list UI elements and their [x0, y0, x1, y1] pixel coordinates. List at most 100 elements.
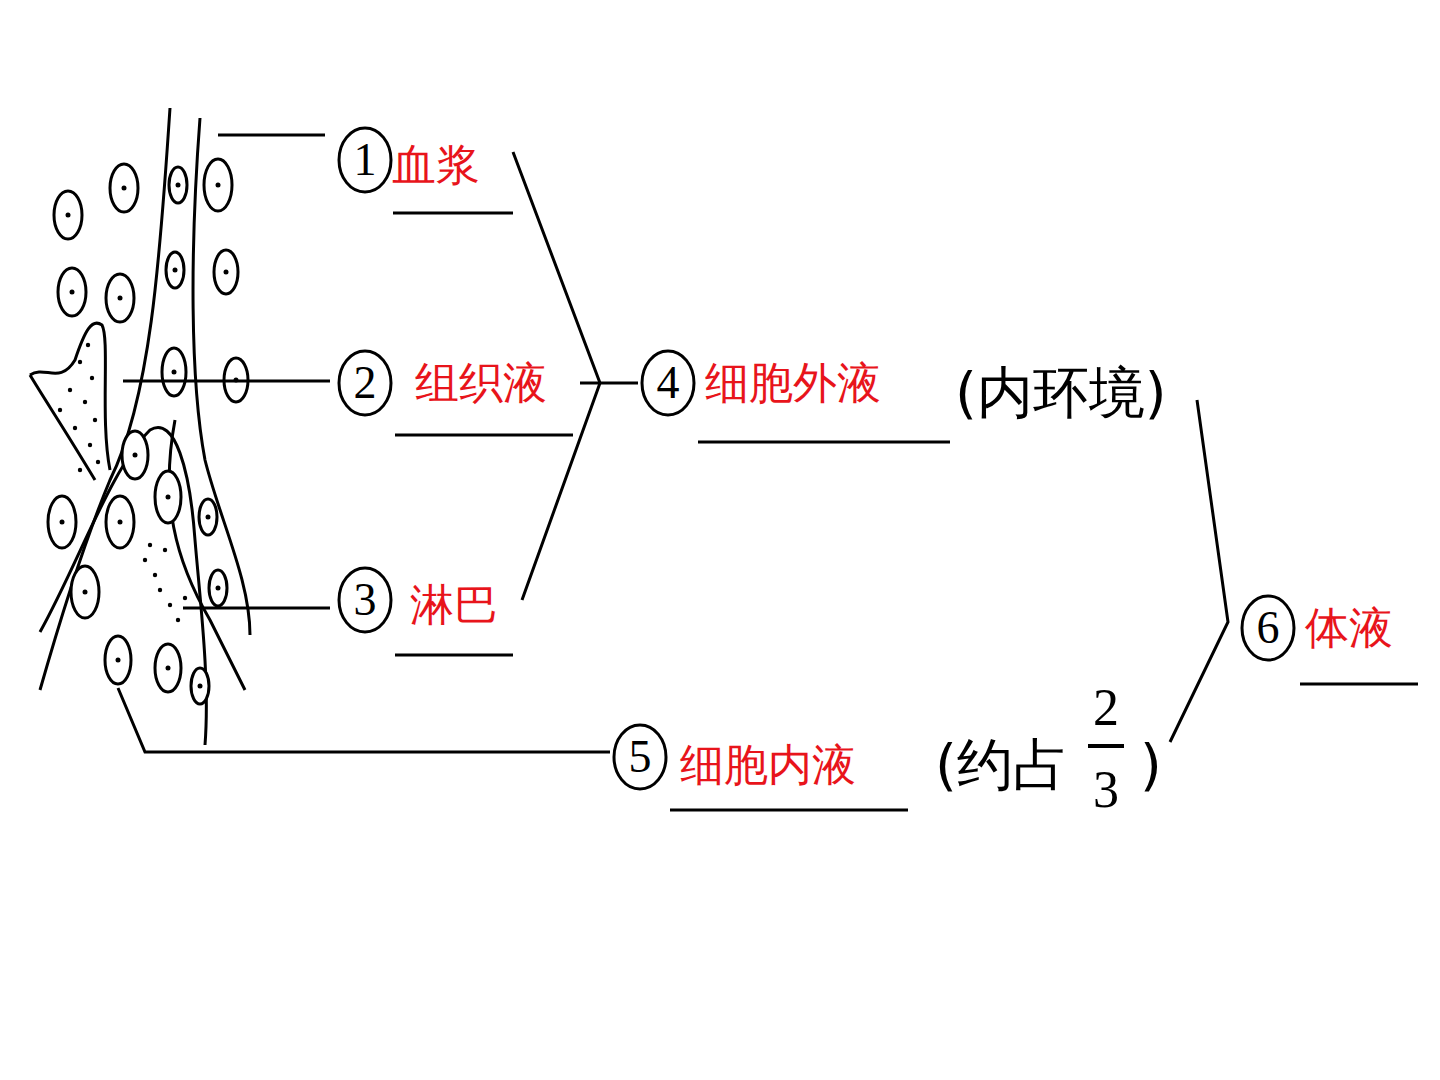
callout-number: 1	[354, 135, 377, 186]
lymph-dot	[78, 468, 82, 472]
lymph-dot	[96, 460, 100, 464]
lymph-dot	[68, 388, 72, 392]
cell	[162, 348, 186, 396]
lymph-dot	[83, 400, 87, 404]
lymph-dot	[58, 408, 62, 412]
lymph-vessel-wall	[169, 420, 245, 690]
underline	[670, 809, 908, 812]
cell	[191, 668, 209, 704]
lymph-dot	[143, 558, 147, 562]
cell	[122, 431, 148, 479]
callout-number: 6	[1257, 603, 1280, 654]
cell-nucleus	[224, 270, 229, 275]
cell	[214, 250, 238, 294]
cell	[169, 167, 187, 203]
callout-number: 4	[657, 358, 680, 409]
underline	[395, 434, 573, 437]
leader-lines	[118, 135, 610, 752]
number-circle	[614, 725, 666, 789]
callout-number: 2	[354, 358, 377, 409]
leader-line	[118, 688, 610, 752]
cell-nucleus	[70, 290, 75, 295]
answer-text: 组织液	[415, 359, 547, 407]
cell	[48, 496, 76, 548]
cell	[209, 570, 227, 606]
note-text: (内环境)	[955, 362, 1167, 424]
cell-nucleus	[172, 370, 177, 375]
cell-nucleus	[216, 586, 221, 591]
cell-nucleus	[176, 183, 181, 188]
cells	[48, 159, 248, 704]
cell	[155, 471, 181, 523]
lymph-dot	[86, 343, 90, 347]
cell	[110, 164, 138, 212]
leader-line	[183, 607, 330, 610]
lymph-dot	[88, 443, 92, 447]
cell-nucleus	[116, 658, 121, 663]
lymph-dot	[158, 588, 162, 592]
cell-nucleus	[122, 186, 127, 191]
note-text: (约占	[935, 734, 1069, 796]
number-circle	[642, 351, 694, 415]
number-circle	[339, 351, 391, 415]
note-text: )	[1140, 734, 1162, 796]
answer-underlines	[393, 213, 1418, 810]
cell	[106, 274, 134, 322]
brackets	[513, 152, 1228, 742]
bracket	[1170, 400, 1228, 742]
cell-nucleus	[118, 520, 123, 525]
lymph-dot	[176, 618, 180, 622]
lymph-dot	[78, 360, 82, 364]
callout-number: 3	[354, 575, 377, 626]
number-circle	[1242, 596, 1294, 660]
answer-text: 血浆	[392, 141, 480, 189]
cell	[204, 159, 232, 211]
leader-line	[218, 134, 325, 137]
cell-nucleus	[173, 268, 178, 273]
lymph-dot	[153, 573, 157, 577]
fraction-number: 3	[1093, 761, 1119, 818]
cell-nucleus	[66, 213, 71, 218]
cell-nucleus	[83, 590, 88, 595]
cell-nucleus	[60, 520, 65, 525]
answer-text: 细胞外液	[705, 359, 881, 407]
lymph-dot	[163, 548, 167, 552]
underline	[1300, 683, 1418, 686]
lymph-dot	[183, 596, 187, 600]
lymph-dot	[148, 543, 152, 547]
lymph-contents	[58, 343, 187, 622]
cell-nucleus	[216, 183, 221, 188]
cell-nucleus	[166, 666, 171, 671]
lymph-blind-end	[30, 375, 95, 480]
cell	[58, 268, 86, 316]
cell	[199, 499, 217, 535]
fraction-number: 2	[1093, 679, 1119, 736]
callout-number: 5	[629, 732, 652, 783]
cell-nucleus	[166, 495, 171, 500]
cell-nucleus	[118, 296, 123, 301]
vessel-outlines	[30, 108, 250, 745]
underline	[698, 441, 950, 444]
answer-text: 淋巴	[410, 581, 498, 629]
cell	[166, 252, 184, 288]
underline	[393, 212, 513, 215]
answer-text: 体液	[1305, 604, 1393, 652]
cell	[155, 644, 181, 692]
fraction-bar	[1088, 744, 1124, 748]
cell	[106, 496, 134, 548]
capillary-wall	[193, 118, 250, 635]
leader-line	[123, 380, 330, 383]
number-circle	[339, 128, 391, 192]
lymph-dot	[90, 376, 94, 380]
cell-nucleus	[206, 515, 211, 520]
cell-nucleus	[133, 453, 138, 458]
bracket	[580, 382, 638, 385]
answer-text: 细胞内液	[680, 741, 856, 789]
lymph-dot	[168, 603, 172, 607]
cell-nucleus	[198, 684, 203, 689]
underline	[395, 654, 513, 657]
number-circle	[339, 568, 391, 632]
cell	[105, 636, 131, 684]
